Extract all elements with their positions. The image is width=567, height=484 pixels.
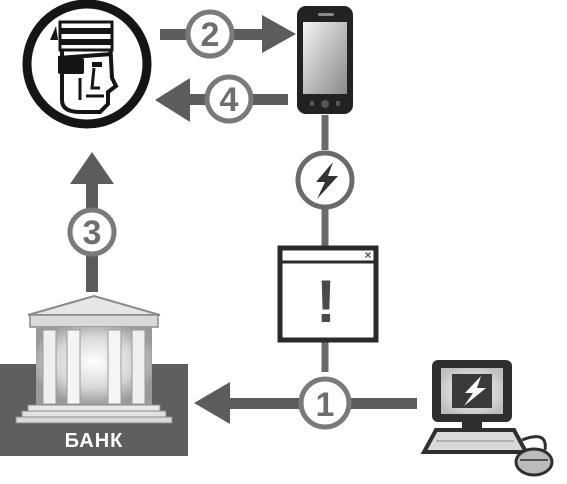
step-4-circle bbox=[204, 74, 254, 124]
alert-window-icon: × ! bbox=[277, 245, 379, 343]
smartphone-icon bbox=[297, 6, 353, 114]
alert-exclamation: ! bbox=[316, 268, 336, 335]
bank-building-icon: БАНК bbox=[0, 294, 188, 456]
arrow-step-3: 3 bbox=[67, 152, 117, 292]
arrow-step-2: 2 bbox=[160, 9, 296, 59]
step-3-circle bbox=[67, 207, 117, 257]
bank-label: БАНК bbox=[65, 430, 124, 452]
lightning-signal-icon bbox=[295, 150, 355, 210]
arrow-step-1: 1 bbox=[194, 376, 417, 430]
pirate-hacker-icon bbox=[22, 0, 152, 129]
arrow-step-4: 4 bbox=[155, 74, 288, 124]
step-2-number: 2 bbox=[201, 16, 220, 54]
step-4-number: 4 bbox=[220, 81, 239, 119]
step-2-circle bbox=[185, 9, 235, 59]
step-3-number: 3 bbox=[83, 214, 102, 252]
infected-computer-icon bbox=[420, 360, 530, 454]
mouse-icon bbox=[514, 435, 554, 477]
step-1-circle bbox=[298, 376, 352, 430]
step-1-number: 1 bbox=[316, 386, 335, 424]
alert-close-icon: × bbox=[364, 248, 371, 262]
